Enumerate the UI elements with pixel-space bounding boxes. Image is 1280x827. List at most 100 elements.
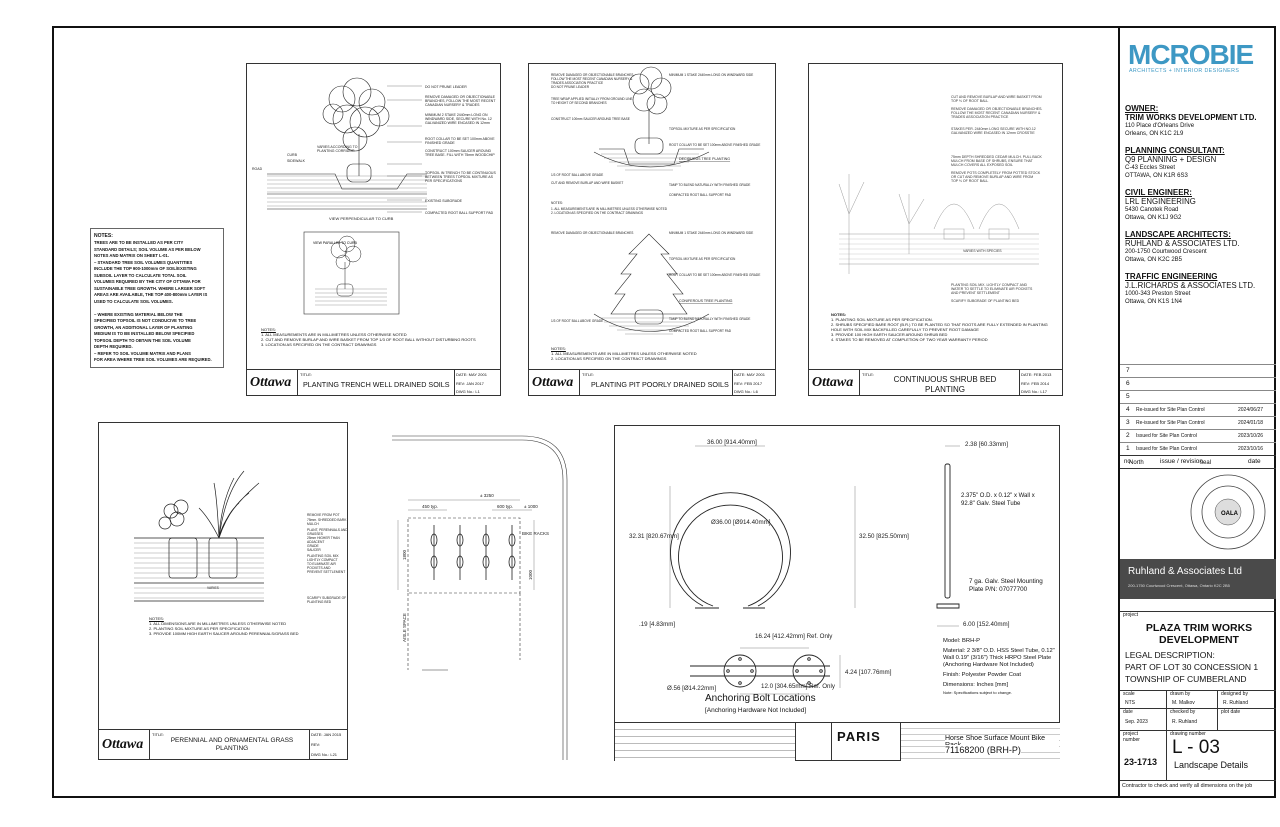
rev-head-desc: issue / revision	[1160, 458, 1203, 465]
svg-text:1/3 OF ROOT BALL ABOVE GRADE: 1/3 OF ROOT BALL ABOVE GRADE	[551, 173, 603, 177]
contact-name: RUHLAND & ASSOCIATES LTD.	[1125, 239, 1240, 248]
contact-heading: CIVIL ENGINEER:	[1125, 188, 1192, 197]
svg-text:EXISTING SUBGRADE: EXISTING SUBGRADE	[425, 199, 463, 203]
svg-text:CUT AND REMOVE BURLAP AND WIRE: CUT AND REMOVE BURLAP AND WIRE BASKET	[551, 181, 623, 185]
detail-planting-trench: DO NOT PRUNE LEADER REMOVE DAMAGED OR OB…	[246, 63, 501, 396]
note-line: NOTES:	[551, 346, 566, 351]
tube-spec: 2.375" O.D. x 0.12" x Wall x 92.8" Galv.…	[961, 493, 1035, 507]
note-line: 2. CUT AND REMOVE BURLAP AND WIRE BASKET…	[261, 337, 476, 342]
svg-text:75mm. SHREDDED BARK: 75mm. SHREDDED BARK	[307, 518, 347, 522]
rack-note: Note: Specifications subject to change.	[943, 690, 1012, 695]
grass-date: JAN 2015	[323, 732, 342, 737]
dwg-label: DWG No.:	[1021, 389, 1040, 394]
contact-name: LRL ENGINEERING	[1125, 197, 1196, 206]
svg-text:25mm HIGHER THAN: 25mm HIGHER THAN	[307, 536, 340, 540]
detail-bike-plan: ± 3250 450 typ. 600 typ. ± 1000 BIKE RAC…	[392, 430, 592, 760]
plot-date-label: plot date	[1221, 709, 1241, 715]
contact-block: PLANNING CONSULTANT:Q9 PLANNING + DESIGN…	[1125, 146, 1275, 180]
note-line: VOLUMES REQUIRED BY THE CITY OF OTTAWA F…	[94, 279, 201, 284]
svg-text:TOPSOIL MIXTURE AS PER SPECIFI: TOPSOIL MIXTURE AS PER SPECIFICATION	[669, 127, 736, 131]
scale-label: scale	[1123, 691, 1135, 697]
drawing-title: Landscape Details	[1174, 760, 1249, 770]
note-line: – REFER TO SOIL VOLUME MATRIX AND PLANS	[94, 350, 191, 356]
date-label: DATE:	[1021, 372, 1033, 377]
svg-text:PLANT, PERENNIALS AND: PLANT, PERENNIALS AND	[307, 528, 347, 532]
svg-text:FINISHED GRADE: FINISHED GRADE	[425, 141, 455, 145]
rack-finish: Finish: Polyester Powder Coat	[943, 672, 1021, 678]
rev-no: 3	[1126, 419, 1130, 426]
rev-desc: Issued for Site Plan Control	[1136, 446, 1197, 452]
svg-text:REMOVE DAMAGED OR OBJECTIONABL: REMOVE DAMAGED OR OBJECTIONABLE BRANCHES…	[951, 107, 1042, 111]
title-label: TITLE:	[152, 732, 165, 737]
svg-text:GALVANIZED WIRE ENCASED IN 12m: GALVANIZED WIRE ENCASED IN 12mm CROSSTIE	[951, 131, 1035, 135]
svg-text:TREE BASE. FILL WITH 75mm WOOD: TREE BASE. FILL WITH 75mm WOODCHIP	[425, 153, 495, 157]
svg-text:AND PREVENT SETTLEMENT: AND PREVENT SETTLEMENT	[951, 291, 1001, 295]
project-name: PLAZA TRIM WORKS DEVELOPMENT	[1145, 622, 1253, 646]
svg-text:STAKES PER. 2440mm LONG SECURE: STAKES PER. 2440mm LONG SECURE WITH NO.1…	[951, 127, 1036, 131]
note-line: 1. PLANTING SOIL MIXTURE AS PER SPECIFIC…	[831, 317, 933, 322]
pit-notes: NOTES: 1. ALL MEASUREMENTS ARE IN MILLIM…	[551, 346, 771, 361]
svg-text:POCKETS AND: POCKETS AND	[307, 566, 331, 570]
shrub-label: VARIES WITH SPECIES	[963, 249, 1002, 253]
tube-width: 2.38 [60.33mm]	[965, 441, 1008, 448]
designed-value: R. Ruhland	[1223, 700, 1249, 706]
rack-width: 36.00 [914.40mm]	[707, 439, 757, 446]
note-line: – WHERE EXISTING MATERIAL BELOW THE	[94, 311, 183, 317]
rev-date: 2023/10/16	[1238, 446, 1264, 452]
plate-width: 6.00 [152.40mm]	[963, 621, 1010, 628]
svg-text:SIDEWALK: SIDEWALK	[287, 159, 306, 163]
ruhland-address: 200-1750 Courtwood Crescent, Ottawa, Ont…	[1128, 583, 1230, 588]
svg-text:TOPSOIL MIXTURE AS PER SPECIFI: TOPSOIL MIXTURE AS PER SPECIFICATION	[669, 257, 736, 261]
grass-drawing: REMOVE FROM POT 75mm. SHREDDED BARKMULCH…	[134, 470, 347, 604]
anchor-subtitle: [Anchoring Hardware Not Included]	[705, 707, 807, 714]
svg-text:1000: 1000	[528, 569, 533, 580]
drawn-value: M. Malkov	[1172, 700, 1195, 706]
seal-label: seal	[1200, 460, 1212, 466]
svg-text:MINIMUM 1 STAKE 2440mm LONG ON: MINIMUM 1 STAKE 2440mm LONG ON WINDWARD …	[669, 73, 753, 77]
scale-value: NTS	[1125, 700, 1135, 706]
svg-text:DO NOT PRUNE LEADER: DO NOT PRUNE LEADER	[425, 85, 467, 89]
svg-text:MINIMUM 2 STAKE 2440mm LONG ON: MINIMUM 2 STAKE 2440mm LONG ON	[425, 113, 488, 117]
pit-drawing: REMOVE DAMAGED OR OBJECTIONABLE BRANCHES…	[551, 66, 760, 335]
contact-line: 5430 Canotek Road	[1125, 207, 1179, 213]
svg-text:CONSTRUCT 100mm SAUCER AROUND: CONSTRUCT 100mm SAUCER AROUND TREE BASE	[551, 117, 630, 121]
note-line: 4. STAKES TO BE REMOVED AT COMPLETION OF…	[831, 337, 988, 342]
shrub-title-block: Ottawa TITLE: CONTINUOUS SHRUB BED PLANT…	[809, 369, 1062, 396]
bolt-length: 12.0 [304.65mm] Ref. Only	[761, 683, 836, 690]
contact-line: Ottawa, ON K2C 2B5	[1125, 257, 1183, 263]
revision-row: 7	[1120, 364, 1276, 377]
pit-title-block: Ottawa TITLE: PLANTING PIT POORLY DRAINE…	[529, 369, 775, 396]
svg-text:WATER TO SETTLE TO ELIMINATE A: WATER TO SETTLE TO ELIMINATE AIR POCKETS	[951, 287, 1033, 291]
svg-text:MINIMUM 1 STAKE 2440mm LONG ON: MINIMUM 1 STAKE 2440mm LONG ON WINDWARD …	[669, 231, 753, 235]
date-label: DATE:	[311, 732, 323, 737]
rack-specs: Model: BRH-P Material: 2 3/8" O.D. HSS S…	[943, 638, 1055, 696]
ottawa-logo: Ottawa	[532, 375, 574, 390]
bike-rack-label: BIKE RACKS	[522, 531, 549, 536]
rev-label: REV:	[311, 742, 321, 747]
legal-line-2: TOWNSHIP OF CUMBERLAND	[1125, 674, 1247, 684]
svg-text:OALA: OALA	[1221, 511, 1239, 517]
pit-rev: FEB 2017	[744, 381, 763, 386]
title-label: TITLE:	[582, 372, 595, 377]
rack-base: .19 [4.83mm]	[639, 621, 675, 628]
ottawa-logo: Ottawa	[812, 375, 854, 390]
soil-volume-notes: NOTES: TREES ARE TO BE INSTALLED AS PER …	[90, 228, 224, 368]
rev-head-date: date	[1248, 458, 1261, 465]
svg-text:GRASSES: GRASSES	[307, 532, 324, 536]
pit-sub2: CONIFEROUS TREE PLANTING	[679, 299, 733, 303]
svg-text:TOP ⅓ OF ROOT BALL: TOP ⅓ OF ROOT BALL	[951, 179, 988, 183]
contact-line: 1000-343 Preston Street	[1125, 291, 1191, 297]
svg-text:BRANCHES, FOLLOW THE MOST RECE: BRANCHES, FOLLOW THE MOST RECENT	[425, 99, 496, 103]
svg-text:PER SPECIFICATIONS: PER SPECIFICATIONS	[425, 179, 463, 183]
contact-block: LANDSCAPE ARCHITECTS:RUHLAND & ASSOCIATE…	[1125, 230, 1275, 264]
svg-text:SCARIFY SUBGRADE OF: SCARIFY SUBGRADE OF	[307, 596, 346, 600]
contact-heading: OWNER:	[1125, 104, 1159, 113]
bike-dim-2: 600 typ.	[497, 504, 513, 509]
svg-text:PLANTING SOIL MIX: PLANTING SOIL MIX	[307, 554, 339, 558]
